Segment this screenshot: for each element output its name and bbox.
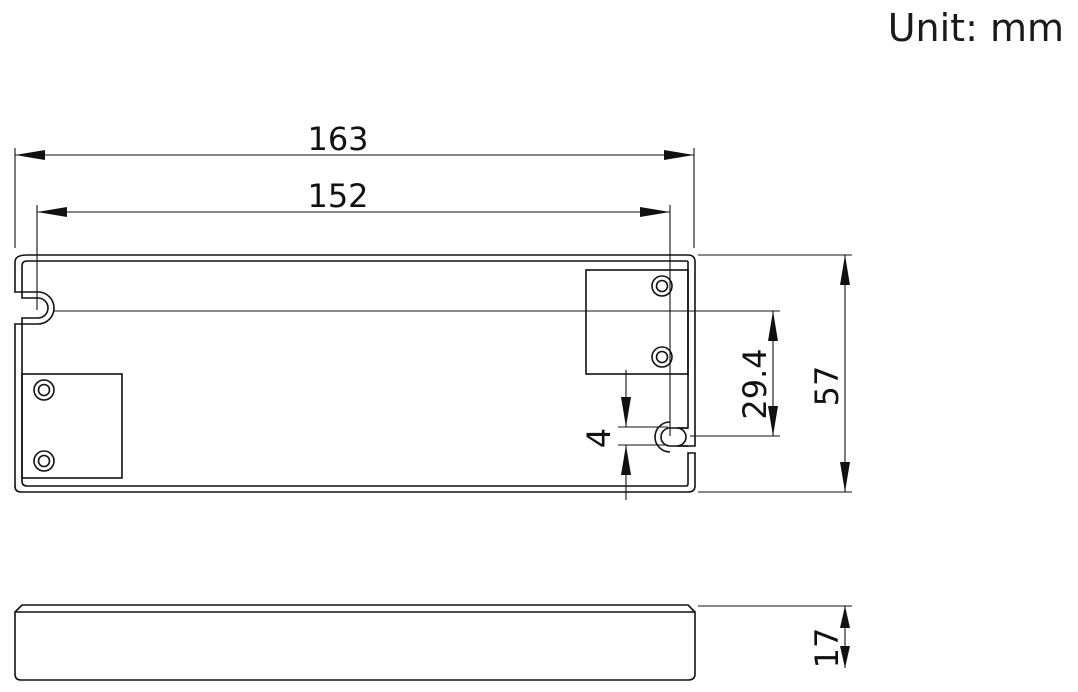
dimension-hole-spacing: 152 (36, 177, 671, 436)
slot-width-label: 4 (580, 428, 618, 448)
screw-icon (651, 275, 673, 297)
dimension-slot-width: 4 (580, 370, 668, 500)
dimension-height: 57 (698, 254, 852, 493)
height-label: 57 (808, 366, 846, 407)
right-terminal-plate (585, 269, 689, 375)
unit-label: Unit: mm (887, 6, 1064, 50)
dimension-hole-offset: 29.4 (54, 310, 780, 437)
thickness-label: 17 (808, 628, 846, 669)
screw-icon (33, 379, 55, 401)
screw-icon (33, 450, 55, 472)
top-view (14, 254, 696, 493)
body-outline (14, 254, 696, 493)
side-body-outline (14, 604, 696, 681)
dimension-overall-length: 163 (14, 120, 695, 248)
screw-icon (651, 346, 673, 368)
hole-spacing-label: 152 (307, 177, 368, 215)
hole-offset-label: 29.4 (736, 348, 774, 419)
dimension-thickness: 17 (698, 605, 852, 669)
side-view (14, 604, 696, 681)
overall-length-label: 163 (307, 120, 368, 158)
right-slot (654, 421, 688, 453)
left-terminal-plate (21, 373, 123, 479)
